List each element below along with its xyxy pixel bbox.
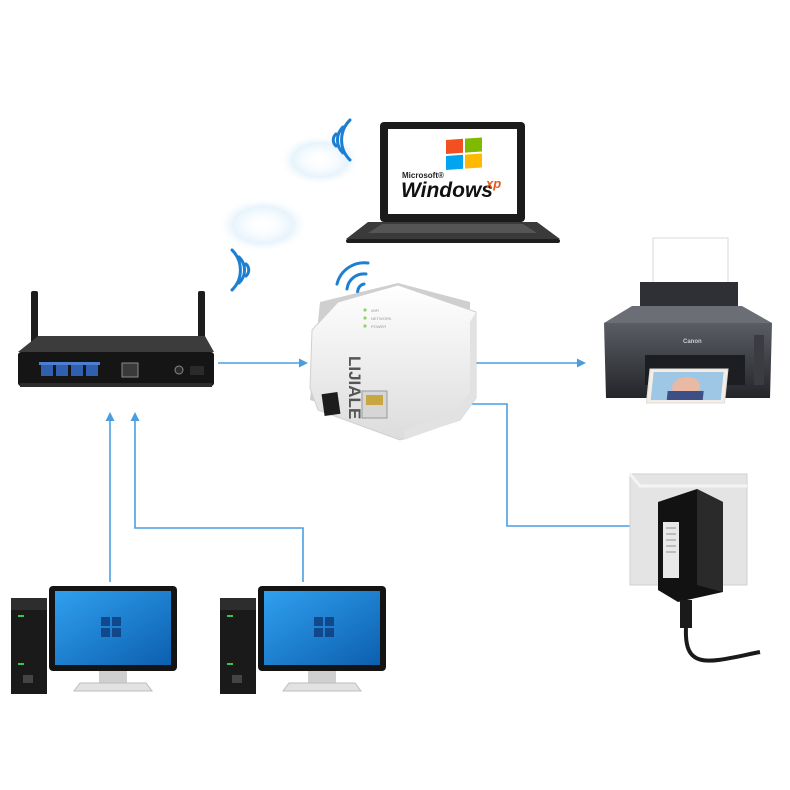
printed-photo bbox=[645, 368, 729, 404]
led-label-network: NETWORK bbox=[371, 316, 392, 321]
wireless-halos bbox=[217, 134, 362, 253]
printer-brand: Canon bbox=[683, 339, 702, 345]
laptop-logo-main: Windows bbox=[401, 179, 493, 202]
printer-icon: Canon bbox=[604, 237, 772, 404]
windows-logo-icon bbox=[101, 617, 121, 637]
link-print-server-to-power bbox=[466, 403, 630, 527]
connection-lines bbox=[105, 358, 630, 582]
desktop-pc-icon bbox=[220, 586, 386, 694]
wifi-laptop-waves bbox=[331, 118, 352, 162]
router-icon bbox=[18, 291, 214, 387]
wifi-router-waves bbox=[230, 248, 251, 292]
desktop-pc-icon bbox=[11, 586, 177, 694]
led-label-wifi: WiFi bbox=[371, 308, 379, 313]
windows-logo-icon bbox=[314, 617, 334, 637]
laptop-logo-suffix: xp bbox=[485, 176, 501, 191]
laptop-icon: Microsoft® Windows xp bbox=[346, 122, 560, 243]
power-adapter-icon bbox=[628, 473, 761, 663]
link-pc2-to-router bbox=[130, 412, 304, 582]
wifi-print-server-waves bbox=[335, 261, 370, 296]
windows-logo-icon bbox=[446, 137, 482, 170]
laptop-logo-small: Microsoft® bbox=[402, 171, 444, 180]
led-label-power: POWER bbox=[371, 324, 386, 329]
print-server-icon: WiFi NETWORK POWER LIJIALE bbox=[309, 283, 477, 441]
print-server-brand: LIJIALE bbox=[345, 356, 364, 419]
wifi-signal-icon bbox=[230, 118, 370, 296]
led-indicators: WiFi NETWORK POWER bbox=[363, 308, 392, 329]
